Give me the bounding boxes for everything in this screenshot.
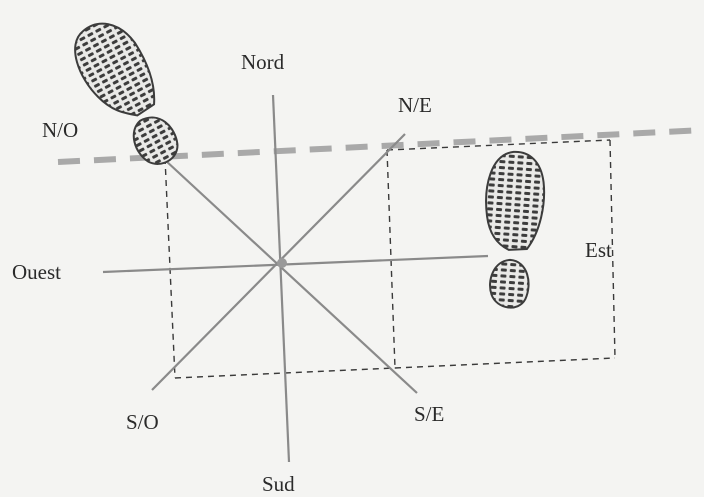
label-sud: Sud: [262, 474, 295, 495]
label-est: Est: [585, 240, 612, 261]
nw-se-diagonal: [165, 160, 417, 393]
label-sud-ouest: S/O: [126, 412, 159, 433]
label-ouest: Ouest: [12, 262, 61, 283]
compass-center: [277, 258, 287, 268]
shoe-print-icon-right: [479, 150, 547, 309]
label-sud-est: S/E: [414, 404, 444, 425]
label-nord: Nord: [241, 52, 284, 73]
label-nord-ouest: N/O: [42, 120, 78, 141]
shoe-print-icon-top-left: [64, 11, 192, 178]
west-east-axis: [103, 256, 488, 272]
label-nord-est: N/E: [398, 95, 432, 116]
